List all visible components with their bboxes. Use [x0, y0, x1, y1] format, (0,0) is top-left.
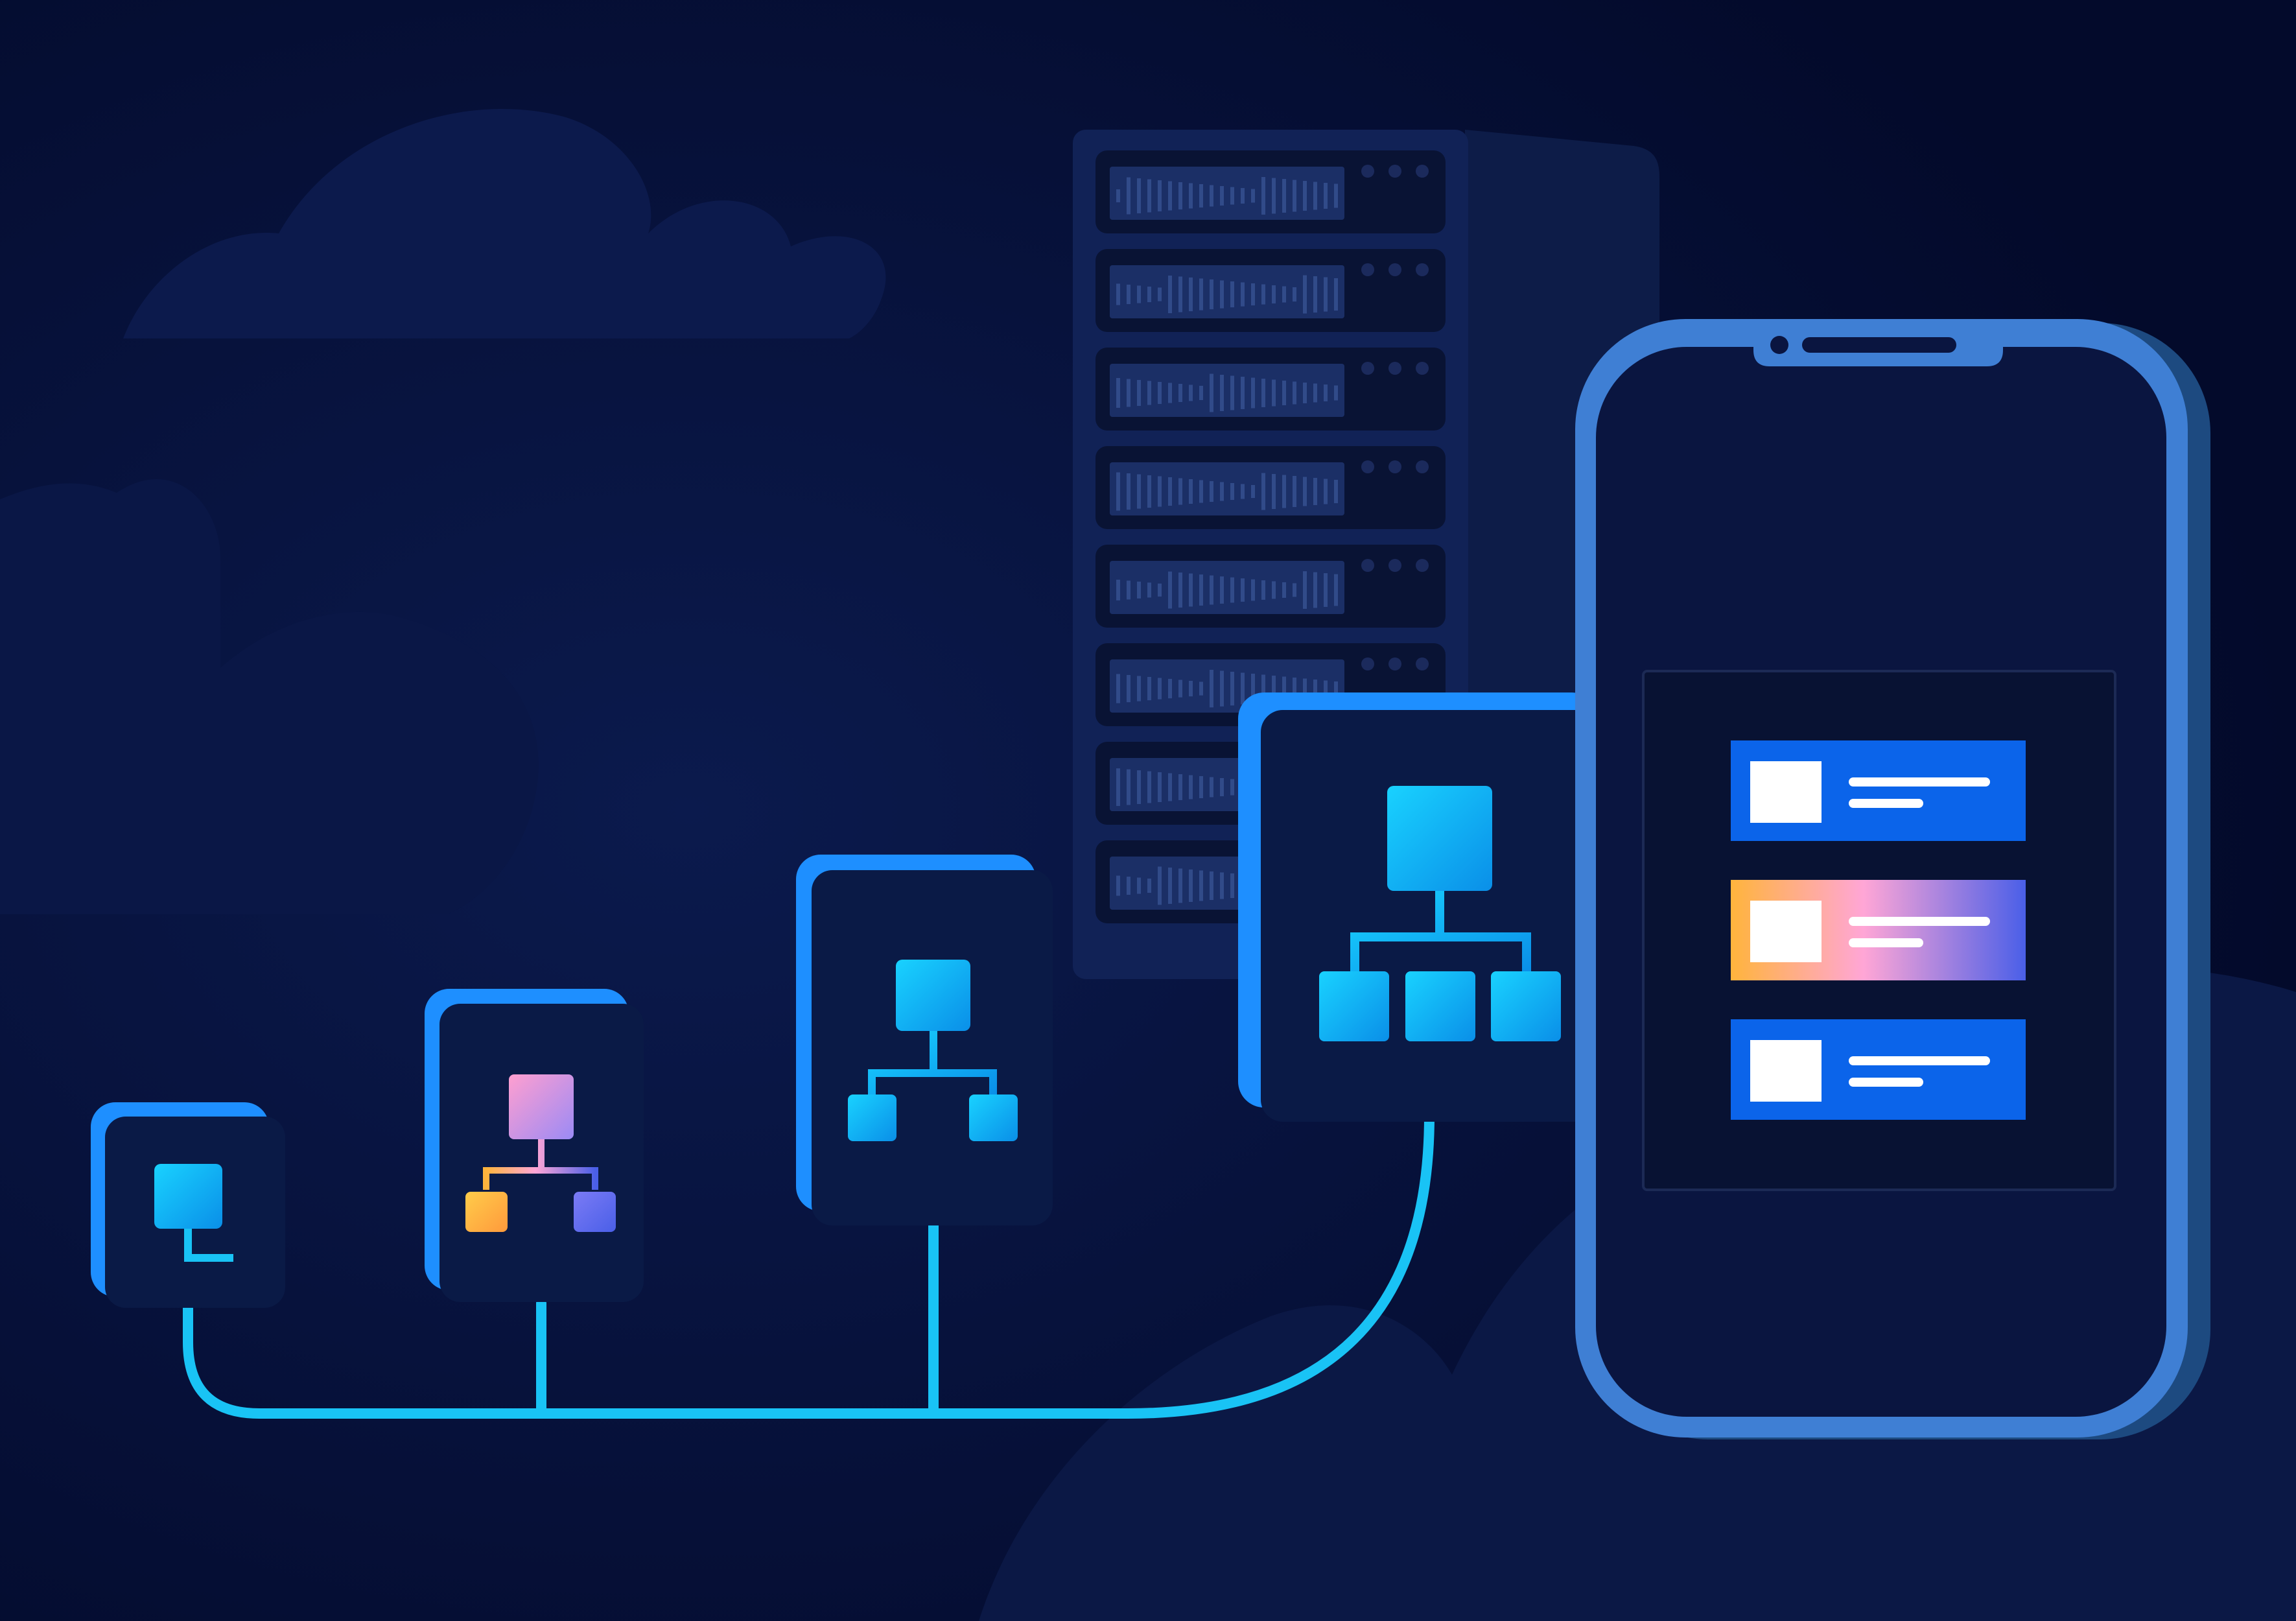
text-line	[1849, 777, 1990, 787]
smartphone-icon	[1575, 319, 2210, 1439]
text-line	[1849, 938, 1923, 947]
server-unit	[1095, 545, 1446, 628]
connector-lines	[183, 1110, 1435, 1419]
speaker-grille	[1802, 337, 1956, 353]
phone-list	[1731, 740, 2026, 1120]
list-item	[1731, 1019, 2026, 1120]
server-unit	[1095, 249, 1446, 332]
text-line	[1849, 799, 1923, 808]
list-item	[1731, 740, 2026, 841]
thumbnail	[1750, 901, 1822, 962]
thumbnail	[1750, 1040, 1822, 1102]
text-line	[1849, 1078, 1923, 1087]
server-unit	[1095, 348, 1446, 431]
cloud-icon	[123, 109, 886, 338]
hierarchy-card	[1238, 692, 1621, 1122]
text-line	[1849, 1056, 1990, 1065]
list-item	[1731, 880, 2026, 980]
node-icon	[154, 1164, 233, 1262]
hierarchy-card	[425, 989, 644, 1302]
server-unit	[1095, 446, 1446, 529]
thumbnail	[1750, 761, 1822, 823]
camera-icon	[1770, 336, 1788, 354]
hierarchy-card	[796, 855, 1053, 1225]
node-card	[91, 1102, 285, 1308]
hierarchy-icon	[848, 960, 1018, 1141]
server-unit	[1095, 150, 1446, 233]
hierarchy-icon	[465, 1074, 616, 1232]
hierarchy-icon	[1319, 786, 1561, 1041]
text-line	[1849, 917, 1990, 926]
cloud-icon	[0, 479, 539, 914]
